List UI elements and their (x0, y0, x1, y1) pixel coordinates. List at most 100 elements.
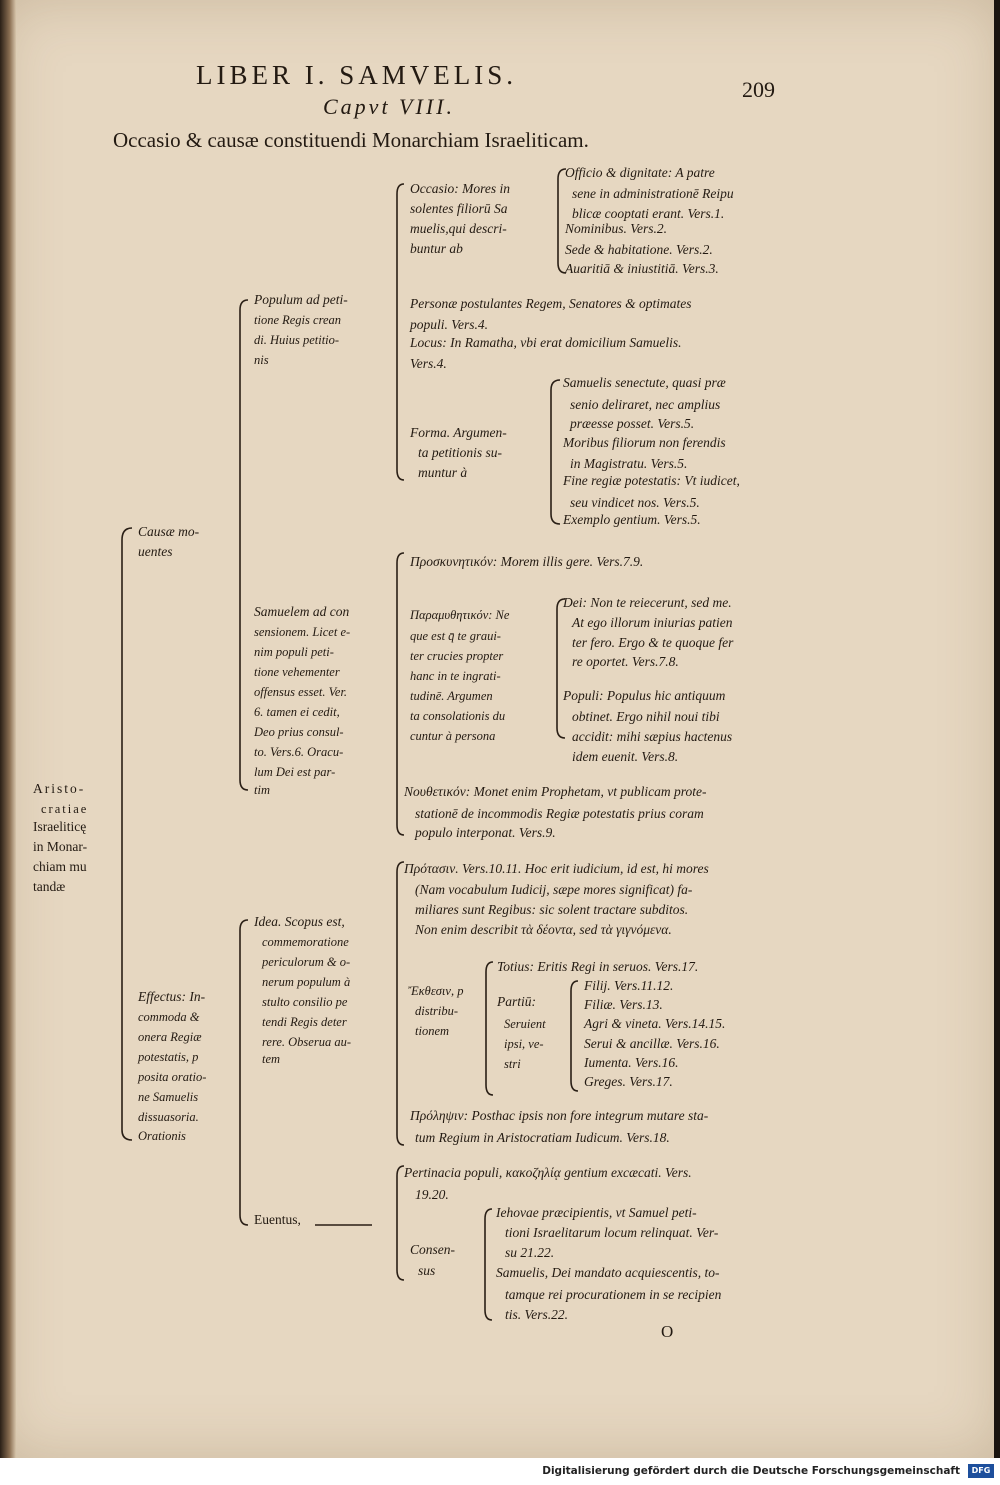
partium-item: Greges. Vers.17. (584, 1074, 673, 1089)
forma-item-line: in Magistratu. Vers.5. (570, 456, 688, 471)
paramyth-node-line: cuntur à persona (410, 729, 496, 743)
idea-node-line: periculorum & o- (262, 955, 351, 969)
partium-item: Agri & vineta. Vers.14.15. (584, 1016, 726, 1031)
occasio-node-line: Occasio: Mores in (410, 181, 510, 196)
consensus-node-line: Consen- (410, 1242, 455, 1257)
running-title: LIBER I. SAMVELIS. (196, 60, 517, 90)
occasio-item-line: blicæ cooptati erant. Vers.1. (572, 206, 725, 221)
footer-credit: Digitalisierung gefördert durch die Deut… (542, 1465, 960, 1477)
samuelis-consent-line: Samuelis, Dei mandato acquiescentis, to- (496, 1265, 720, 1280)
samuelem-node-line: sensionem. Licet e- (254, 625, 351, 639)
iehovae-line: Iehovae præcipientis, vt Samuel peti- (496, 1205, 697, 1220)
chapter-heading: Capvt VIII. (323, 94, 455, 119)
protasis-line: Non enim describit τὰ δέοντα, sed τὰ γιγ… (415, 922, 672, 937)
forma-item-line: senio deliraret, nec amplius (570, 397, 721, 412)
forma-item-line: præesse posset. Vers.5. (570, 416, 695, 431)
nuthet-line: populo interponat. Vers.9. (415, 825, 556, 840)
samuelem-node-line: Deo prius consul- (254, 725, 344, 739)
forma-item-line: Samuelis senectute, quasi præ (563, 375, 726, 390)
partium-node-line: Partiū: (497, 994, 536, 1009)
effectus-node-line: Effectus: In- (138, 989, 206, 1004)
ekthesis-node-line: Ἔκθεσιν, p (408, 984, 464, 998)
locus-line: Vers.4. (410, 356, 447, 371)
nuthet-line: stationē de incommodis Regiæ potestatis … (415, 806, 704, 821)
idea-node-line: Idea. Scopus est, (254, 914, 345, 929)
root-node-line: Israeliticę (33, 819, 87, 834)
dfg-logo[interactable]: DFG (968, 1464, 994, 1478)
populum-node-line: di. Huius petitio- (254, 333, 340, 347)
prolepsis-line: Πρόληψιν: Posthac ipsis non fore integru… (410, 1108, 709, 1123)
effectus-node-line: ne Samuelis (138, 1090, 199, 1104)
samuelis-consent-line: tis. Vers.22. (505, 1307, 569, 1322)
protasis-line: miliares sunt Regibus: sic solent tracta… (415, 902, 689, 917)
catchword: O (661, 1322, 674, 1341)
partium-node-line: ipsi, ve- (504, 1037, 544, 1051)
dei-line: ter fero. Ergo & te quoque fer (572, 635, 734, 650)
protasis-line: Πρότασιν. Vers.10.11. Hoc erit iudicium,… (404, 861, 709, 876)
effectus-node-line: potestatis, p (138, 1050, 199, 1064)
idea-node-line: tem (262, 1052, 281, 1066)
forma-node-line: muntur à (418, 465, 468, 480)
euentus-node: Euentus, (254, 1212, 301, 1227)
ekthesis-node-line: tionem (415, 1024, 450, 1038)
occasio-item-line: Officio & dignitate: A patre (565, 165, 715, 180)
samuelem-node-line: to. Vers.6. Oracu- (254, 745, 344, 759)
populi-line: idem euenit. Vers.8. (572, 749, 679, 764)
samuelem-node-line: offensus esset. Ver. (254, 685, 348, 699)
causae-node-line: Causæ mo- (138, 524, 200, 539)
occasio-item-line: Auaritiā & iniustitiā. Vers.3. (565, 261, 719, 276)
locus-line: Locus: In Ramatha, vbi erat domicilium S… (410, 335, 682, 350)
populi-line: obtinet. Ergo nihil noui tibi (572, 709, 720, 724)
nuthet-line: Νουθετικόν: Monet enim Prophetam, vt pub… (404, 784, 707, 799)
populum-node-line: Populum ad peti- (254, 292, 348, 307)
forma-item-line: Moribus filiorum non ferendis (563, 435, 726, 450)
consensus-node-line: sus (418, 1263, 436, 1278)
populi-line: accidit: mihi sæpius hactenus (572, 729, 733, 744)
forma-node-line: Forma. Argumen- (410, 425, 507, 440)
dei-line: At ego illorum iniurias patien (572, 615, 733, 630)
paramyth-node-line: ta consolationis du (410, 709, 506, 723)
samuelem-node-line: tim (254, 783, 270, 797)
partium-item: Serui & ancillæ. Vers.16. (584, 1036, 720, 1051)
iehovae-line: su 21.22. (505, 1245, 555, 1260)
paramyth-node-line: Παραμυθητικόν: Ne (410, 608, 510, 622)
partium-item: Filiæ. Vers.13. (584, 997, 663, 1012)
populum-node-line: nis (254, 353, 269, 367)
root-node-line: cratiae (41, 802, 89, 816)
samuelem-node-line: 6. tamen ei cedit, (254, 705, 340, 719)
effectus-node-line: commoda & (138, 1010, 200, 1024)
occasio-node-line: muelis,qui descri- (410, 221, 507, 236)
paramyth-node-line: que est q̄ te graui- (410, 629, 501, 643)
protasis-line: (Nam vocabulum Iudicij, sæpe mores signi… (415, 882, 693, 897)
ekthesis-node-line: distribu- (415, 1004, 459, 1018)
effectus-node-line: dissuasoria. (138, 1110, 199, 1124)
page-edge (994, 0, 1000, 1458)
idea-node-line: stulto consilio pe (262, 995, 348, 1009)
occasio-item-line: sene in administrationē Reipu (572, 186, 734, 201)
idea-node-line: nerum populum à (262, 975, 351, 989)
personae-line: populi. Vers.4. (410, 317, 489, 332)
prosk-line: Προσκυνητικόν: Morem illis gere. Vers.7.… (410, 554, 644, 569)
forma-item-line: seu vindicet nos. Vers.5. (570, 495, 700, 510)
partium-node-line: stri (504, 1057, 521, 1071)
occasio-node-line: solentes filiorū Sa (410, 201, 508, 216)
dei-line: Dei: Non te reiecerunt, sed me. (563, 595, 732, 610)
binding-gutter (0, 0, 16, 1458)
paramyth-node-line: hanc in te ingrati- (410, 669, 501, 683)
partium-node-line: Seruient (504, 1017, 546, 1031)
personae-line: Personæ postulantes Regem, Senatores & o… (410, 296, 692, 311)
page-number: 209 (742, 77, 775, 102)
samuelem-node-line: lum Dei est par- (254, 765, 336, 779)
footer-bar: Digitalisierung gefördert durch die Deut… (0, 1458, 1000, 1485)
occasio-item-line: Sede & habitatione. Vers.2. (565, 242, 713, 257)
totius-line: Totius: Eritis Regi in seruos. Vers.17. (497, 959, 699, 974)
idea-node-line: commemoratione (262, 935, 349, 949)
forma-item-line: Exemplo gentium. Vers.5. (563, 512, 701, 527)
occasio-item-line: Nominibus. Vers.2. (565, 221, 668, 236)
populi-line: Populi: Populus hic antiquum (563, 688, 726, 703)
page-title: Occasio & causæ constituendi Monarchiam … (113, 128, 589, 152)
root-node-line: Aristo- (33, 781, 86, 796)
forma-node-line: ta petitionis su- (418, 445, 502, 460)
